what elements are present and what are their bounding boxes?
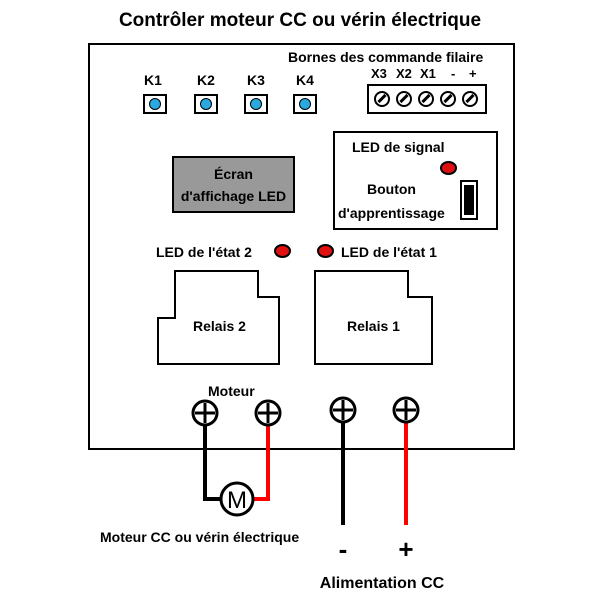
- power-caption: Alimentation CC: [320, 575, 445, 592]
- key-k4-button: [293, 94, 317, 114]
- power-plus-label: +: [398, 534, 413, 564]
- status-led-2: [274, 244, 291, 258]
- terminal-screw-x1: [418, 91, 434, 107]
- key-k3-dot: [250, 98, 262, 110]
- key-k2-label: K2: [197, 72, 215, 88]
- signal-led: [440, 161, 457, 175]
- wired-terminals-title: Bornes des commande filaire: [288, 49, 484, 65]
- power-minus-label: -: [339, 534, 348, 564]
- terminal-screw-minus: [440, 91, 456, 107]
- learning-button-knob: [464, 185, 474, 215]
- motor-symbol: [219, 481, 255, 517]
- key-k1-label: K1: [144, 72, 162, 88]
- signal-learning-box: [333, 131, 498, 230]
- learning-button-label-line2: d'apprentissage: [338, 205, 445, 221]
- led-display-line1: Écran: [214, 166, 253, 182]
- terminal-label-x2: X2: [396, 66, 412, 81]
- terminal-screw-plus: [462, 91, 478, 107]
- motor-caption: Moteur CC ou vérin électrique: [100, 529, 299, 545]
- key-k3-label: K3: [247, 72, 265, 88]
- power-terminal-plus: [392, 396, 420, 424]
- learning-button: [460, 180, 478, 220]
- controller-board: [88, 43, 515, 450]
- status-led-1: [317, 244, 334, 258]
- key-k2-dot: [200, 98, 212, 110]
- motor-label: Moteur: [208, 383, 255, 399]
- led-display-screen: Écran d'affichage LED: [172, 156, 295, 213]
- relay-1-label: Relais 1: [347, 318, 400, 334]
- terminal-screw-x3: [374, 91, 390, 107]
- terminal-label-plus: +: [469, 66, 477, 81]
- terminal-label-x1: X1: [420, 66, 436, 81]
- wired-terminal-block: [367, 84, 487, 114]
- key-k2-button: [194, 94, 218, 114]
- key-k1-dot: [149, 98, 161, 110]
- power-terminal-minus: [329, 396, 357, 424]
- key-k4-dot: [299, 98, 311, 110]
- relay-2-label: Relais 2: [193, 318, 246, 334]
- key-k3-button: [244, 94, 268, 114]
- led-display-line2: d'affichage LED: [180, 188, 287, 204]
- motor-wire-red: [253, 415, 270, 501]
- terminal-screw-x2: [396, 91, 412, 107]
- motor-symbol-letter: M: [227, 487, 247, 514]
- relay-1-outline: [314, 270, 433, 365]
- status-led-1-label: LED de l'état 1: [341, 244, 437, 260]
- relay-2-outline: [157, 270, 280, 365]
- learning-button-label-line1: Bouton: [367, 181, 416, 197]
- key-k4-label: K4: [296, 72, 314, 88]
- signal-led-label: LED de signal: [352, 139, 445, 155]
- terminal-label-x3: X3: [371, 66, 387, 81]
- motor-wire-black: [203, 415, 221, 501]
- key-k1-button: [143, 94, 167, 114]
- diagram-title: Contrôler moteur CC ou vérin électrique: [118, 10, 482, 31]
- terminal-label-minus: -: [451, 66, 456, 81]
- status-led-2-label: LED de l'état 2: [156, 244, 252, 260]
- motor-terminal-right: [254, 399, 282, 427]
- motor-terminal-left: [191, 399, 219, 427]
